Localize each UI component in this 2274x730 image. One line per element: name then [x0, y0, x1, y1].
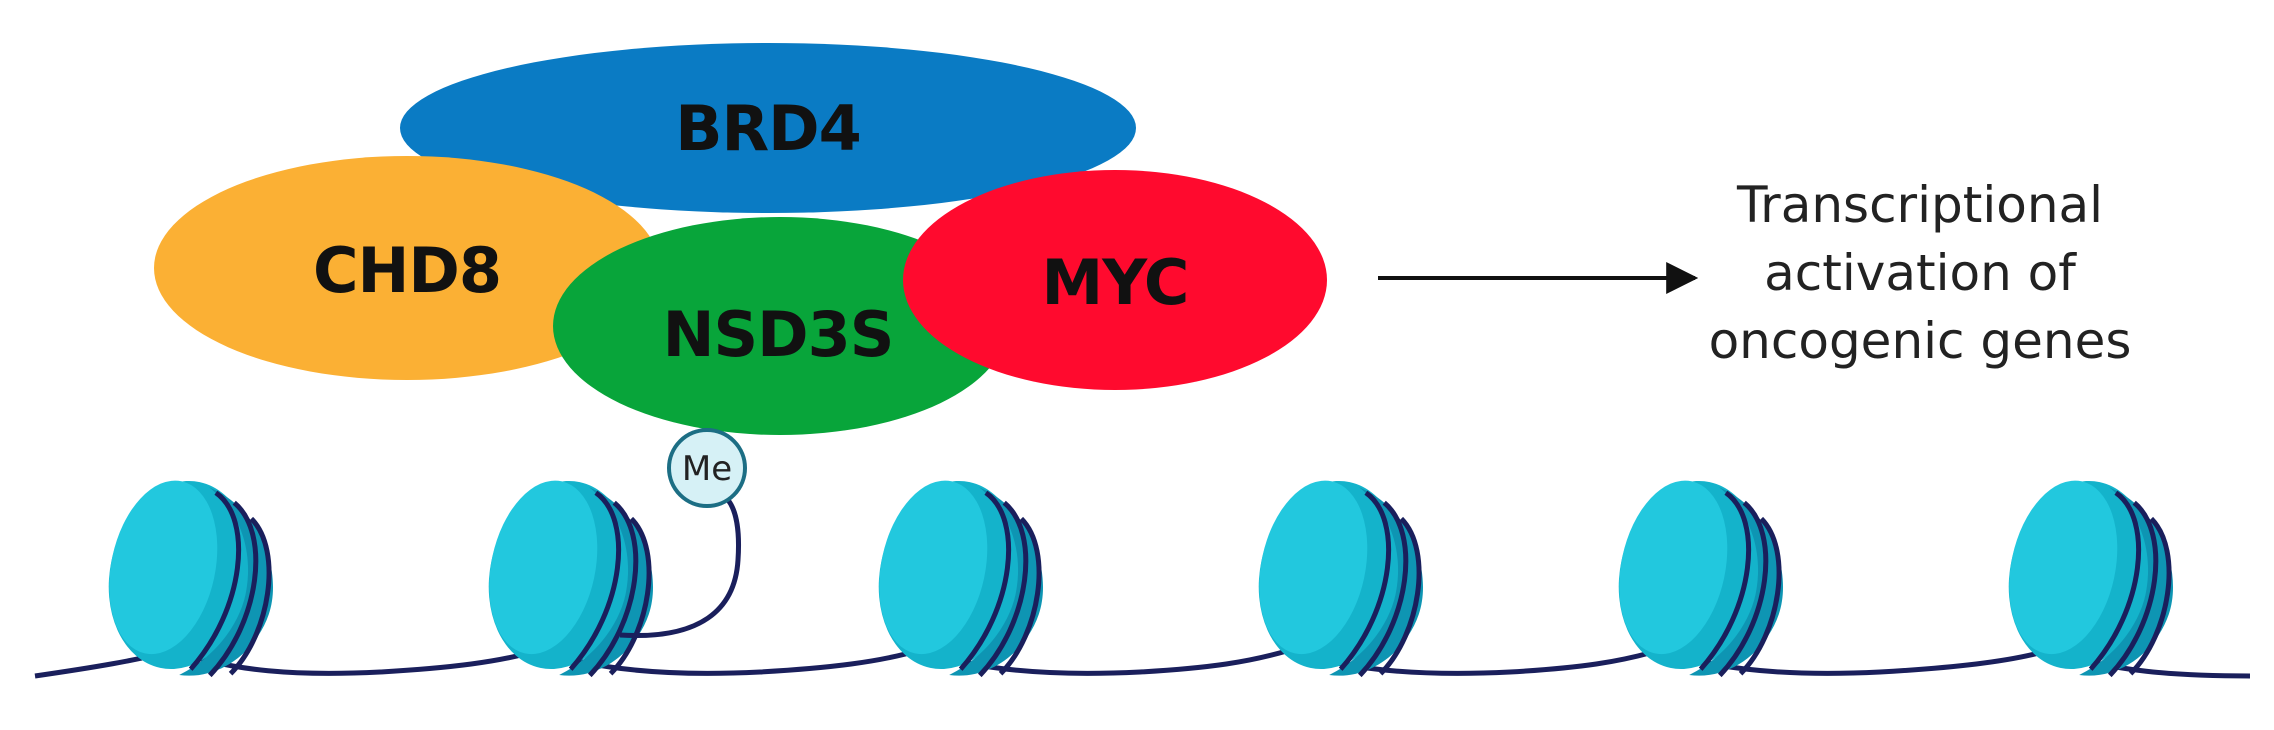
chd8-protein — [154, 156, 660, 380]
brd4-label: BRD4 — [675, 92, 861, 165]
myc-protein — [903, 170, 1327, 390]
outcome-line-1: Transcriptional — [1736, 176, 2103, 234]
nucleosome — [91, 468, 293, 691]
dna-strand — [34, 647, 2251, 679]
histone-tail — [619, 498, 741, 639]
chd8-label: CHD8 — [313, 234, 501, 307]
nsd3s-label: NSD3S — [663, 298, 894, 371]
methyl-mark — [667, 428, 747, 508]
nsd3s-protein — [553, 217, 1007, 435]
methyl-label: Me — [682, 449, 732, 489]
outcome-line-3: oncogenic genes — [1709, 312, 2132, 370]
outcome-line-2: activation of — [1764, 244, 2077, 302]
brd4-protein — [400, 43, 1136, 213]
myc-label: MYC — [1042, 246, 1189, 319]
